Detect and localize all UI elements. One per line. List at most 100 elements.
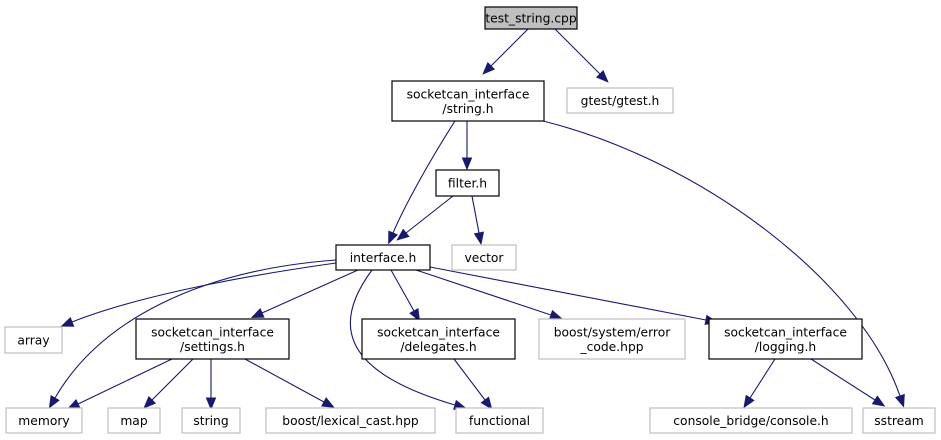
- edge-line: [349, 269, 456, 406]
- arrowhead-icon: [409, 307, 421, 322]
- node-label: _code.hpp: [579, 340, 643, 354]
- arrowhead-icon: [250, 308, 265, 319]
- node-label: socketcan_interface: [377, 325, 500, 339]
- arrowhead-icon: [595, 69, 609, 83]
- node-label: test_string.cpp: [485, 12, 577, 26]
- node-box: [435, 169, 500, 197]
- arrowhead-icon: [143, 395, 157, 409]
- node-box: [708, 318, 863, 360]
- node-box: [135, 318, 290, 360]
- edge-interface_h-to-memory: [48, 259, 337, 409]
- edge-string_h-to-sstream: [542, 120, 905, 408]
- edge-settings_h-to-string: [205, 359, 217, 411]
- edge-line: [392, 120, 456, 234]
- node-label: boost/lexical_cast.hpp: [282, 414, 419, 428]
- node-box: [5, 407, 83, 434]
- node-box: [335, 244, 431, 271]
- node-label: socketcan_interface: [724, 325, 847, 339]
- node-label: functional: [469, 414, 530, 428]
- arrowhead-icon: [321, 397, 335, 408]
- edge-line: [390, 269, 415, 312]
- node-box: [538, 318, 686, 360]
- node-label: /settings.h: [180, 340, 245, 354]
- node-error-code: boost/system/error_code.hpp: [538, 318, 686, 360]
- arrowhead-icon: [396, 228, 410, 241]
- node-box: [107, 407, 161, 434]
- arrowhead-icon: [743, 394, 755, 409]
- node-console: console_bridge/console.h: [649, 407, 853, 434]
- node-lexical-cast: boost/lexical_cast.hpp: [265, 407, 436, 434]
- node-logging-h[interactable]: socketcan_interface/logging.h: [708, 318, 863, 360]
- edge-interface_h-to-delegates_h: [390, 269, 421, 322]
- node-array: array: [4, 326, 63, 354]
- edge-settings_h-to-memory: [66, 358, 173, 410]
- node-label: map: [120, 414, 148, 428]
- node-settings-h[interactable]: socketcan_interface/settings.h: [135, 318, 290, 360]
- edge-interface_h-to-logging_h: [429, 266, 719, 326]
- edge-line: [490, 28, 529, 67]
- arrowhead-icon: [60, 316, 75, 327]
- node-map: map: [107, 407, 161, 434]
- arrowhead-icon: [480, 396, 493, 410]
- edge-line: [471, 195, 480, 234]
- node-label: memory: [18, 414, 69, 428]
- node-label: socketcan_interface: [407, 87, 530, 101]
- edge-line: [415, 269, 552, 316]
- node-vector: vector: [451, 244, 517, 271]
- arrowhead-icon: [473, 231, 485, 246]
- node-box: [455, 407, 544, 434]
- edge-test_string-to-gtest: [554, 28, 609, 83]
- node-test-string[interactable]: test_string.cpp: [484, 6, 578, 30]
- node-delegates-h[interactable]: socketcan_interface/delegates.h: [361, 318, 516, 360]
- node-label: boost/system/error: [554, 325, 672, 339]
- arrowhead-icon: [48, 394, 60, 409]
- node-box: [181, 407, 241, 434]
- node-string: string: [181, 407, 241, 434]
- edge-settings_h-to-map: [143, 358, 194, 409]
- edges-layer: [48, 28, 905, 411]
- node-interface-h[interactable]: interface.h: [335, 244, 431, 271]
- arrowhead-icon: [894, 393, 905, 408]
- node-label: /delegates.h: [400, 340, 476, 354]
- arrowhead-icon: [871, 395, 886, 407]
- edge-interface_h-to-error_code: [415, 269, 563, 320]
- node-gtest: gtest/gtest.h: [566, 87, 674, 114]
- edge-line: [151, 358, 194, 401]
- node-box: [649, 407, 853, 434]
- node-box: [566, 87, 674, 114]
- node-box: [265, 407, 436, 434]
- node-label: /logging.h: [755, 340, 816, 354]
- edge-line: [453, 358, 486, 401]
- edge-line: [71, 262, 337, 323]
- edge-line: [261, 269, 359, 314]
- edge-logging_h-to-console: [743, 358, 776, 409]
- edge-filter_h-to-vector: [471, 195, 485, 246]
- node-string-h[interactable]: socketcan_interface/string.h: [391, 80, 545, 122]
- node-label: interface.h: [350, 251, 417, 265]
- node-label: string: [193, 414, 228, 428]
- node-label: socketcan_interface: [151, 325, 274, 339]
- node-filter-h[interactable]: filter.h: [435, 169, 500, 197]
- arrowhead-icon: [548, 309, 563, 320]
- edge-line: [77, 358, 173, 405]
- node-box: [451, 244, 517, 271]
- edge-line: [542, 120, 901, 397]
- edge-line: [429, 266, 707, 321]
- node-functional: functional: [455, 407, 544, 434]
- edge-string_h-to-interface_h: [388, 120, 456, 245]
- arrowhead-icon: [461, 157, 473, 171]
- edge-filter_h-to-interface_h: [396, 195, 454, 241]
- node-label: array: [17, 334, 49, 348]
- edge-line: [405, 195, 454, 234]
- arrowhead-icon: [205, 397, 217, 411]
- arrowhead-icon: [388, 230, 399, 245]
- edge-logging_h-to-sstream: [810, 358, 886, 407]
- edge-test_string-to-string_h: [482, 28, 529, 75]
- node-sstream: sstream: [862, 407, 936, 434]
- edge-settings_h-to-lexical_cast: [244, 358, 335, 408]
- node-box: [361, 318, 516, 360]
- edge-line: [810, 358, 876, 401]
- edge-delegates_h-to-functional: [453, 358, 493, 410]
- node-label: console_bridge/console.h: [673, 414, 828, 428]
